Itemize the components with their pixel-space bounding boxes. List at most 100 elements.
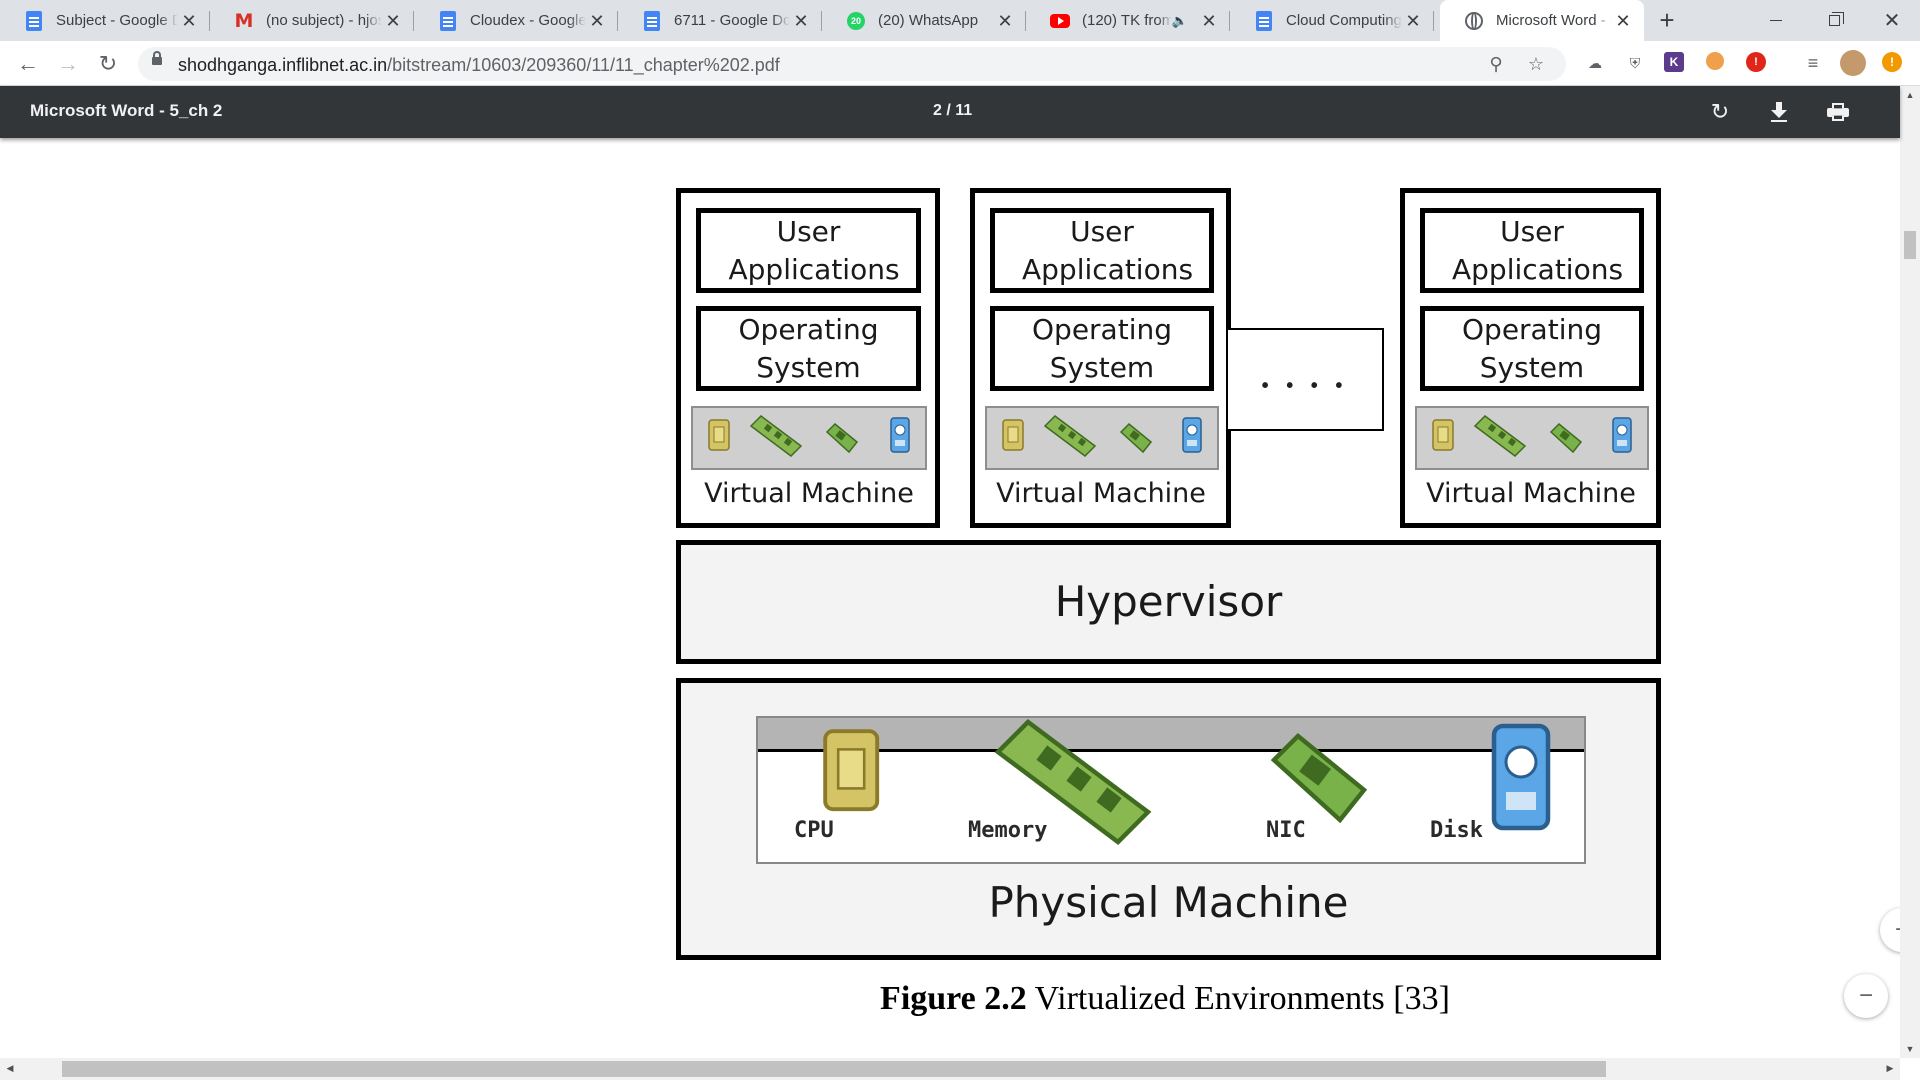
hypervisor-box: Hypervisor: [676, 540, 1661, 664]
tab-close-icon[interactable]: ✕: [793, 10, 809, 31]
extension-honey-icon[interactable]: [1706, 52, 1724, 70]
vm-hardware-icons: [1002, 415, 1202, 457]
page-indicator[interactable]: 2 / 11: [933, 102, 973, 119]
operating-system-box: Operating System: [990, 306, 1214, 391]
vm-column: User Applications Operating System Virtu…: [676, 188, 940, 528]
docs-icon: [1254, 10, 1274, 31]
tab-cloud-computing[interactable]: Cloud Computing ✕: [1230, 0, 1434, 41]
zoom-icon[interactable]: ⚲: [1489, 54, 1503, 74]
media-controls-icon[interactable]: ≡: [1807, 52, 1819, 73]
scroll-left-arrow[interactable]: ◀: [6, 1063, 14, 1073]
tab-whatsapp[interactable]: 20 (20) WhatsApp ✕: [822, 0, 1026, 41]
reload-button[interactable]: ↻: [98, 51, 118, 76]
vm-hardware-strip: [691, 406, 927, 470]
bookmark-star-icon[interactable]: ☆: [1527, 54, 1545, 74]
docs-icon: [642, 10, 662, 31]
operating-system-box: Operating System: [696, 306, 921, 391]
pdf-page-content: User Applications Operating System Virtu…: [0, 138, 1900, 1058]
tab-title: Cloud Computing: [1286, 12, 1402, 29]
tab-title: (no subject) - hjoshi: [266, 12, 382, 29]
back-button[interactable]: ←: [17, 51, 39, 76]
tab-close-icon[interactable]: ✕: [385, 10, 401, 31]
hardware-board-bus: [758, 718, 1584, 752]
memory-label: Memory: [968, 818, 1048, 843]
tab-close-icon[interactable]: ✕: [997, 10, 1013, 31]
vm-hardware-icons: [1432, 415, 1632, 457]
close-window-button[interactable]: ✕: [1864, 0, 1920, 41]
more-vms-box: • • • •: [1226, 328, 1384, 431]
virtual-machine-label: Virtual Machine: [1426, 478, 1636, 509]
extension-shield-icon[interactable]: ⛨: [1629, 54, 1641, 71]
tab-title: 6711 - Google Docs: [674, 12, 790, 29]
forward-button[interactable]: →: [57, 51, 79, 76]
vm-column: User Applications Operating System Virtu…: [970, 188, 1231, 528]
vm-hardware-strip: [1415, 406, 1649, 470]
tab-title: Subject - Google Docs: [56, 12, 178, 29]
download-button[interactable]: [1765, 98, 1793, 126]
print-button[interactable]: [1824, 98, 1852, 126]
maximize-button[interactable]: [1806, 0, 1862, 41]
rotate-icon: ↻: [1710, 99, 1730, 124]
zoom-in-button[interactable]: +: [1880, 908, 1900, 952]
lock-icon[interactable]: [152, 51, 162, 65]
user-applications-box: User Applications: [696, 208, 921, 293]
tab-cloudex-docs[interactable]: Cloudex - Google Docs ✕: [414, 0, 618, 41]
nic-label: NIC: [1266, 818, 1306, 843]
speaker-icon[interactable]: 🔈: [1171, 12, 1188, 28]
horizontal-scrollbar[interactable]: ◀ ▶: [0, 1058, 1900, 1080]
update-alert-icon[interactable]: !: [1882, 52, 1902, 72]
youtube-icon: [1050, 11, 1070, 31]
zoom-out-button[interactable]: −: [1844, 974, 1888, 1018]
tab-strip: Subject - Google Docs ✕ M (no subject) -…: [0, 0, 1920, 41]
tab-microsoft-word[interactable]: Microsoft Word - 5_ch 2 ✕: [1440, 0, 1644, 41]
scroll-up-arrow[interactable]: ▲: [1905, 90, 1915, 100]
extension-cloud-icon[interactable]: ☁: [1588, 54, 1602, 71]
vm-column: User Applications Operating System Virtu…: [1400, 188, 1661, 528]
scroll-down-arrow[interactable]: ▼: [1905, 1044, 1915, 1054]
cpu-chip-icon: [823, 729, 880, 812]
disk-drive-icon: [1494, 726, 1548, 828]
vm-hardware-strip: [985, 406, 1219, 470]
profile-avatar[interactable]: [1840, 50, 1866, 76]
cpu-label: CPU: [794, 818, 834, 843]
hypervisor-label: Hypervisor: [1054, 577, 1283, 626]
pdf-toolbar: Microsoft Word - 5_ch 2 2 / 11 ↻: [0, 86, 1900, 138]
tab-subject-docs[interactable]: Subject - Google Docs ✕: [0, 0, 210, 41]
tab-gmail[interactable]: M (no subject) - hjoshi ✕: [210, 0, 414, 41]
physical-machine-box: CPU Memory NIC Disk Physical Machine: [676, 678, 1661, 960]
tab-title: (120) TK from: [1082, 12, 1172, 29]
rotate-button[interactable]: ↻: [1706, 98, 1734, 126]
url-text[interactable]: shodhganga.inflibnet.ac.in/bitstream/106…: [178, 55, 780, 75]
vertical-scroll-thumb[interactable]: [1904, 231, 1916, 259]
tab-close-icon[interactable]: ✕: [181, 10, 197, 31]
vm-hardware-icons: [708, 415, 910, 457]
operating-system-box: Operating System: [1420, 306, 1644, 391]
tab-close-icon[interactable]: ✕: [1405, 10, 1421, 31]
minimize-button[interactable]: [1748, 0, 1804, 41]
restore-icon: [1828, 12, 1844, 26]
scroll-right-arrow[interactable]: ▶: [1886, 1063, 1894, 1073]
tab-close-icon[interactable]: ✕: [589, 10, 605, 31]
tab-title: Cloudex - Google Docs: [470, 12, 586, 29]
figure-title: Virtualized Environments [33]: [1026, 980, 1450, 1017]
whatsapp-icon: 20: [846, 11, 866, 31]
tab-6711-docs[interactable]: 6711 - Google Docs ✕: [618, 0, 822, 41]
nic-card-icon: [1274, 736, 1364, 820]
tab-close-icon[interactable]: ✕: [1201, 10, 1217, 31]
disk-label: Disk: [1430, 818, 1483, 843]
ellipsis: • • • •: [1261, 375, 1349, 397]
address-bar[interactable]: shodhganga.inflibnet.ac.in/bitstream/106…: [138, 47, 1566, 81]
figure-number: Figure 2.2: [880, 980, 1027, 1017]
user-applications-box: User Applications: [990, 208, 1214, 293]
new-tab-button[interactable]: +: [1659, 5, 1675, 35]
figure-caption: Figure 2.2 Virtualized Environments [33]: [0, 980, 1900, 1018]
tab-close-icon[interactable]: ✕: [1615, 10, 1631, 31]
vertical-scrollbar[interactable]: ▲ ▼: [1900, 86, 1920, 1058]
horizontal-scroll-thumb[interactable]: [62, 1061, 1606, 1077]
extension-adblock-icon[interactable]: !: [1746, 52, 1766, 72]
docs-icon: [24, 10, 44, 31]
close-icon: ✕: [1883, 9, 1901, 32]
tab-youtube[interactable]: (120) TK from 🔈 ✕: [1026, 0, 1230, 41]
extension-k-icon[interactable]: K: [1664, 52, 1684, 72]
print-icon: [1827, 103, 1849, 121]
